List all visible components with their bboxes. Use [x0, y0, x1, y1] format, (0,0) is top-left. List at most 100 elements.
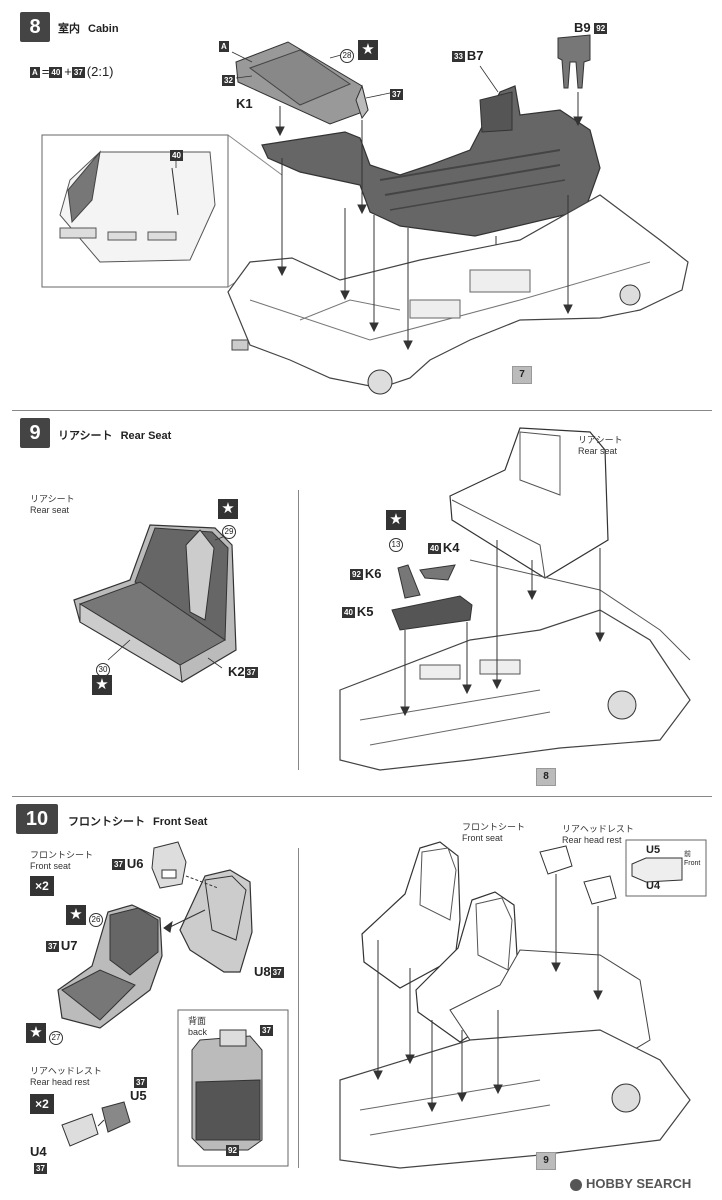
star-icon: ★: [26, 1023, 46, 1043]
square-37: 37: [134, 1077, 147, 1089]
ref-badge-step-7: 7: [512, 366, 532, 384]
circle-26-label: 26: [89, 909, 103, 927]
square-37: 37: [34, 1163, 47, 1175]
inset-front-jp: 前: [684, 851, 691, 858]
quantity-x2-rear: ×2: [30, 1094, 54, 1114]
part-u5-label: U5: [130, 1088, 147, 1103]
u4-num-label: 37: [34, 1160, 49, 1178]
square-37: 37: [270, 967, 284, 979]
watermark-logo: HOBBY SEARCH: [570, 1176, 691, 1191]
back-label: 背面 back: [188, 1016, 207, 1038]
right-front-seat-label: フロントシート Front seat: [462, 822, 525, 844]
inset-front-en: Front: [684, 860, 701, 867]
step-9-vertical-divider: [298, 490, 299, 770]
step-8-inset-illustration: [41, 34, 689, 395]
front-seat-label-jp: フロントシート: [30, 850, 94, 860]
star-icon: ★: [386, 510, 406, 530]
divider-9-10: [12, 796, 712, 797]
formula-c: 37: [71, 67, 85, 79]
circle-29: 29: [222, 525, 236, 539]
part-28-label: 28: [340, 45, 354, 63]
star-icon: ★: [218, 499, 238, 519]
front-seat-label-en: Front seat: [30, 861, 71, 871]
inset-front-label: 前 Front: [684, 850, 700, 868]
front-seat-label: フロントシート Front seat: [30, 850, 93, 872]
square-40: 40: [342, 607, 355, 619]
quantity-x2-front: ×2: [30, 876, 54, 896]
right-front-seat-label-en: Front seat: [462, 833, 503, 843]
part-37-label: 37: [390, 86, 405, 104]
star-icon: ★: [66, 905, 86, 925]
step-8-title-jp: 室内: [58, 23, 80, 35]
rear-headrest-label-en: Rear head rest: [30, 1077, 90, 1087]
u5-num-label: 37: [134, 1074, 149, 1092]
star-icon: ★: [92, 675, 112, 695]
k5-text: K5: [356, 604, 374, 619]
formula-ratio: (2:1): [86, 64, 114, 79]
circle-13: 13: [389, 538, 403, 552]
rear-seat-illustration: [73, 427, 691, 771]
circle-28: 28: [340, 49, 354, 63]
right-rear-headrest-label-jp: リアヘッドレスト: [562, 824, 634, 834]
paint-formula: A=40+37(2:1): [30, 64, 114, 79]
back-92-label: 92: [226, 1142, 241, 1160]
square-92: 92: [226, 1145, 239, 1157]
step-10-number: 10: [16, 804, 58, 834]
square-32: 32: [222, 75, 235, 87]
inset-u5-label: U5: [646, 844, 661, 856]
square-40: 40: [428, 543, 441, 555]
right-label-en: Rear seat: [578, 446, 618, 456]
part-32-label: 32: [222, 72, 237, 90]
divider-8-9: [12, 410, 712, 411]
back-37-label: 37: [260, 1022, 275, 1040]
inset-u4-label: U4: [646, 880, 661, 892]
square-37: 37: [112, 859, 125, 871]
k2-text: K2: [228, 664, 245, 679]
u6-text: U6: [126, 856, 144, 871]
ref-badge-step-9: 9: [536, 1152, 556, 1170]
left-label-jp: リアシート: [30, 494, 75, 504]
rear-headrest-label-jp: リアヘッドレスト: [30, 1066, 102, 1076]
step-8-number: 8: [20, 12, 50, 42]
step-9-title-jp: リアシート: [58, 430, 113, 442]
part-a-label: A: [219, 38, 231, 56]
step-9-title: リアシート Rear Seat: [58, 427, 171, 443]
ref-badge-step-8: 8: [536, 768, 556, 786]
step-10-title-en: Front Seat: [153, 816, 208, 828]
square-37: 37: [46, 941, 59, 953]
square-40: 40: [170, 150, 183, 162]
rear-headrest-label: リアヘッドレスト Rear head rest: [30, 1066, 102, 1088]
right-front-seat-label-jp: フロントシート: [462, 822, 526, 832]
b7-text: B7: [466, 48, 484, 63]
step-9-right-label: リアシート Rear seat: [578, 435, 623, 457]
circle-27-label: 27: [49, 1027, 63, 1045]
circle-29-label: 29: [222, 521, 236, 539]
back-label-en: back: [188, 1027, 208, 1037]
square-92: 92: [594, 23, 608, 35]
right-label-jp: リアシート: [578, 435, 623, 445]
left-label-en: Rear seat: [30, 505, 70, 515]
u8-text: U8: [254, 964, 271, 979]
right-rear-headrest-label-en: Rear head rest: [562, 835, 622, 845]
square-37: 37: [390, 89, 403, 101]
circle-13-label: 13: [389, 534, 403, 552]
step-9-left-label: リアシート Rear seat: [30, 494, 75, 516]
inset-40-label: 40: [170, 147, 185, 165]
step-9-number: 9: [20, 418, 50, 448]
square-92: 92: [350, 569, 363, 581]
circle-27: 27: [49, 1031, 63, 1045]
square-33: 33: [452, 51, 465, 63]
step-9-title-en: Rear Seat: [120, 430, 172, 442]
back-label-jp: 背面: [188, 1016, 207, 1026]
square-37: 37: [244, 667, 258, 679]
part-k1-label: K1: [236, 96, 253, 111]
step-10-vertical-divider: [298, 848, 299, 1168]
